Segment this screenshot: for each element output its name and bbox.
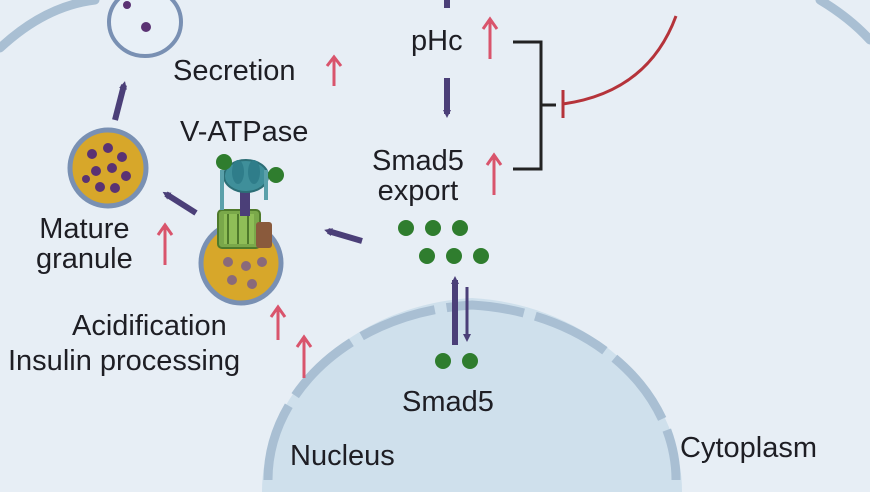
label-mature-granule: Mature granule (36, 214, 133, 275)
label-smad5-export: Smad5 export (372, 146, 464, 207)
v-atpase-icon (216, 154, 284, 249)
up-arrow-icon (156, 222, 174, 265)
label-phc: pHc (411, 25, 463, 57)
up-arrow-icon (269, 304, 287, 340)
label-smad5-export-line1: Smad5 (372, 145, 464, 177)
label-cytoplasm: Cytoplasm (680, 432, 817, 464)
label-acidification: Acidification (72, 310, 227, 342)
up-arrow-icon (325, 54, 343, 86)
label-mature-line1: Mature (39, 213, 130, 245)
up-arrow-icon (295, 334, 313, 378)
acidifying-granule-dots (223, 257, 267, 289)
arrow-icon (324, 228, 363, 244)
label-insulin-processing: Insulin processing (8, 345, 241, 377)
vesicle-dot (123, 1, 131, 9)
cell-membrane-right (815, 0, 870, 45)
up-arrow-icon (481, 16, 499, 59)
up-arrow-icon (485, 152, 503, 195)
label-smad5: Smad5 (402, 386, 494, 418)
cell-membrane (0, 0, 100, 53)
arrow-icon (112, 81, 127, 121)
label-mature-line2: granule (36, 243, 133, 276)
inhibition-bar-icon (561, 15, 678, 118)
nuclear-envelope (263, 300, 681, 481)
arrow-icon (162, 191, 198, 216)
label-v-atpase: V-ATPase (180, 116, 309, 148)
granule-dots (82, 143, 131, 193)
vesicle-dot (141, 22, 151, 32)
nucleus (262, 298, 682, 492)
label-nucleus: Nucleus (290, 440, 395, 472)
smad5-cytoplasmic (398, 220, 489, 264)
label-secretion: Secretion (173, 55, 296, 87)
smad5-nuclear (435, 353, 478, 369)
label-smad5-export-line2: export (377, 175, 459, 208)
feedback-bracket (513, 40, 556, 171)
